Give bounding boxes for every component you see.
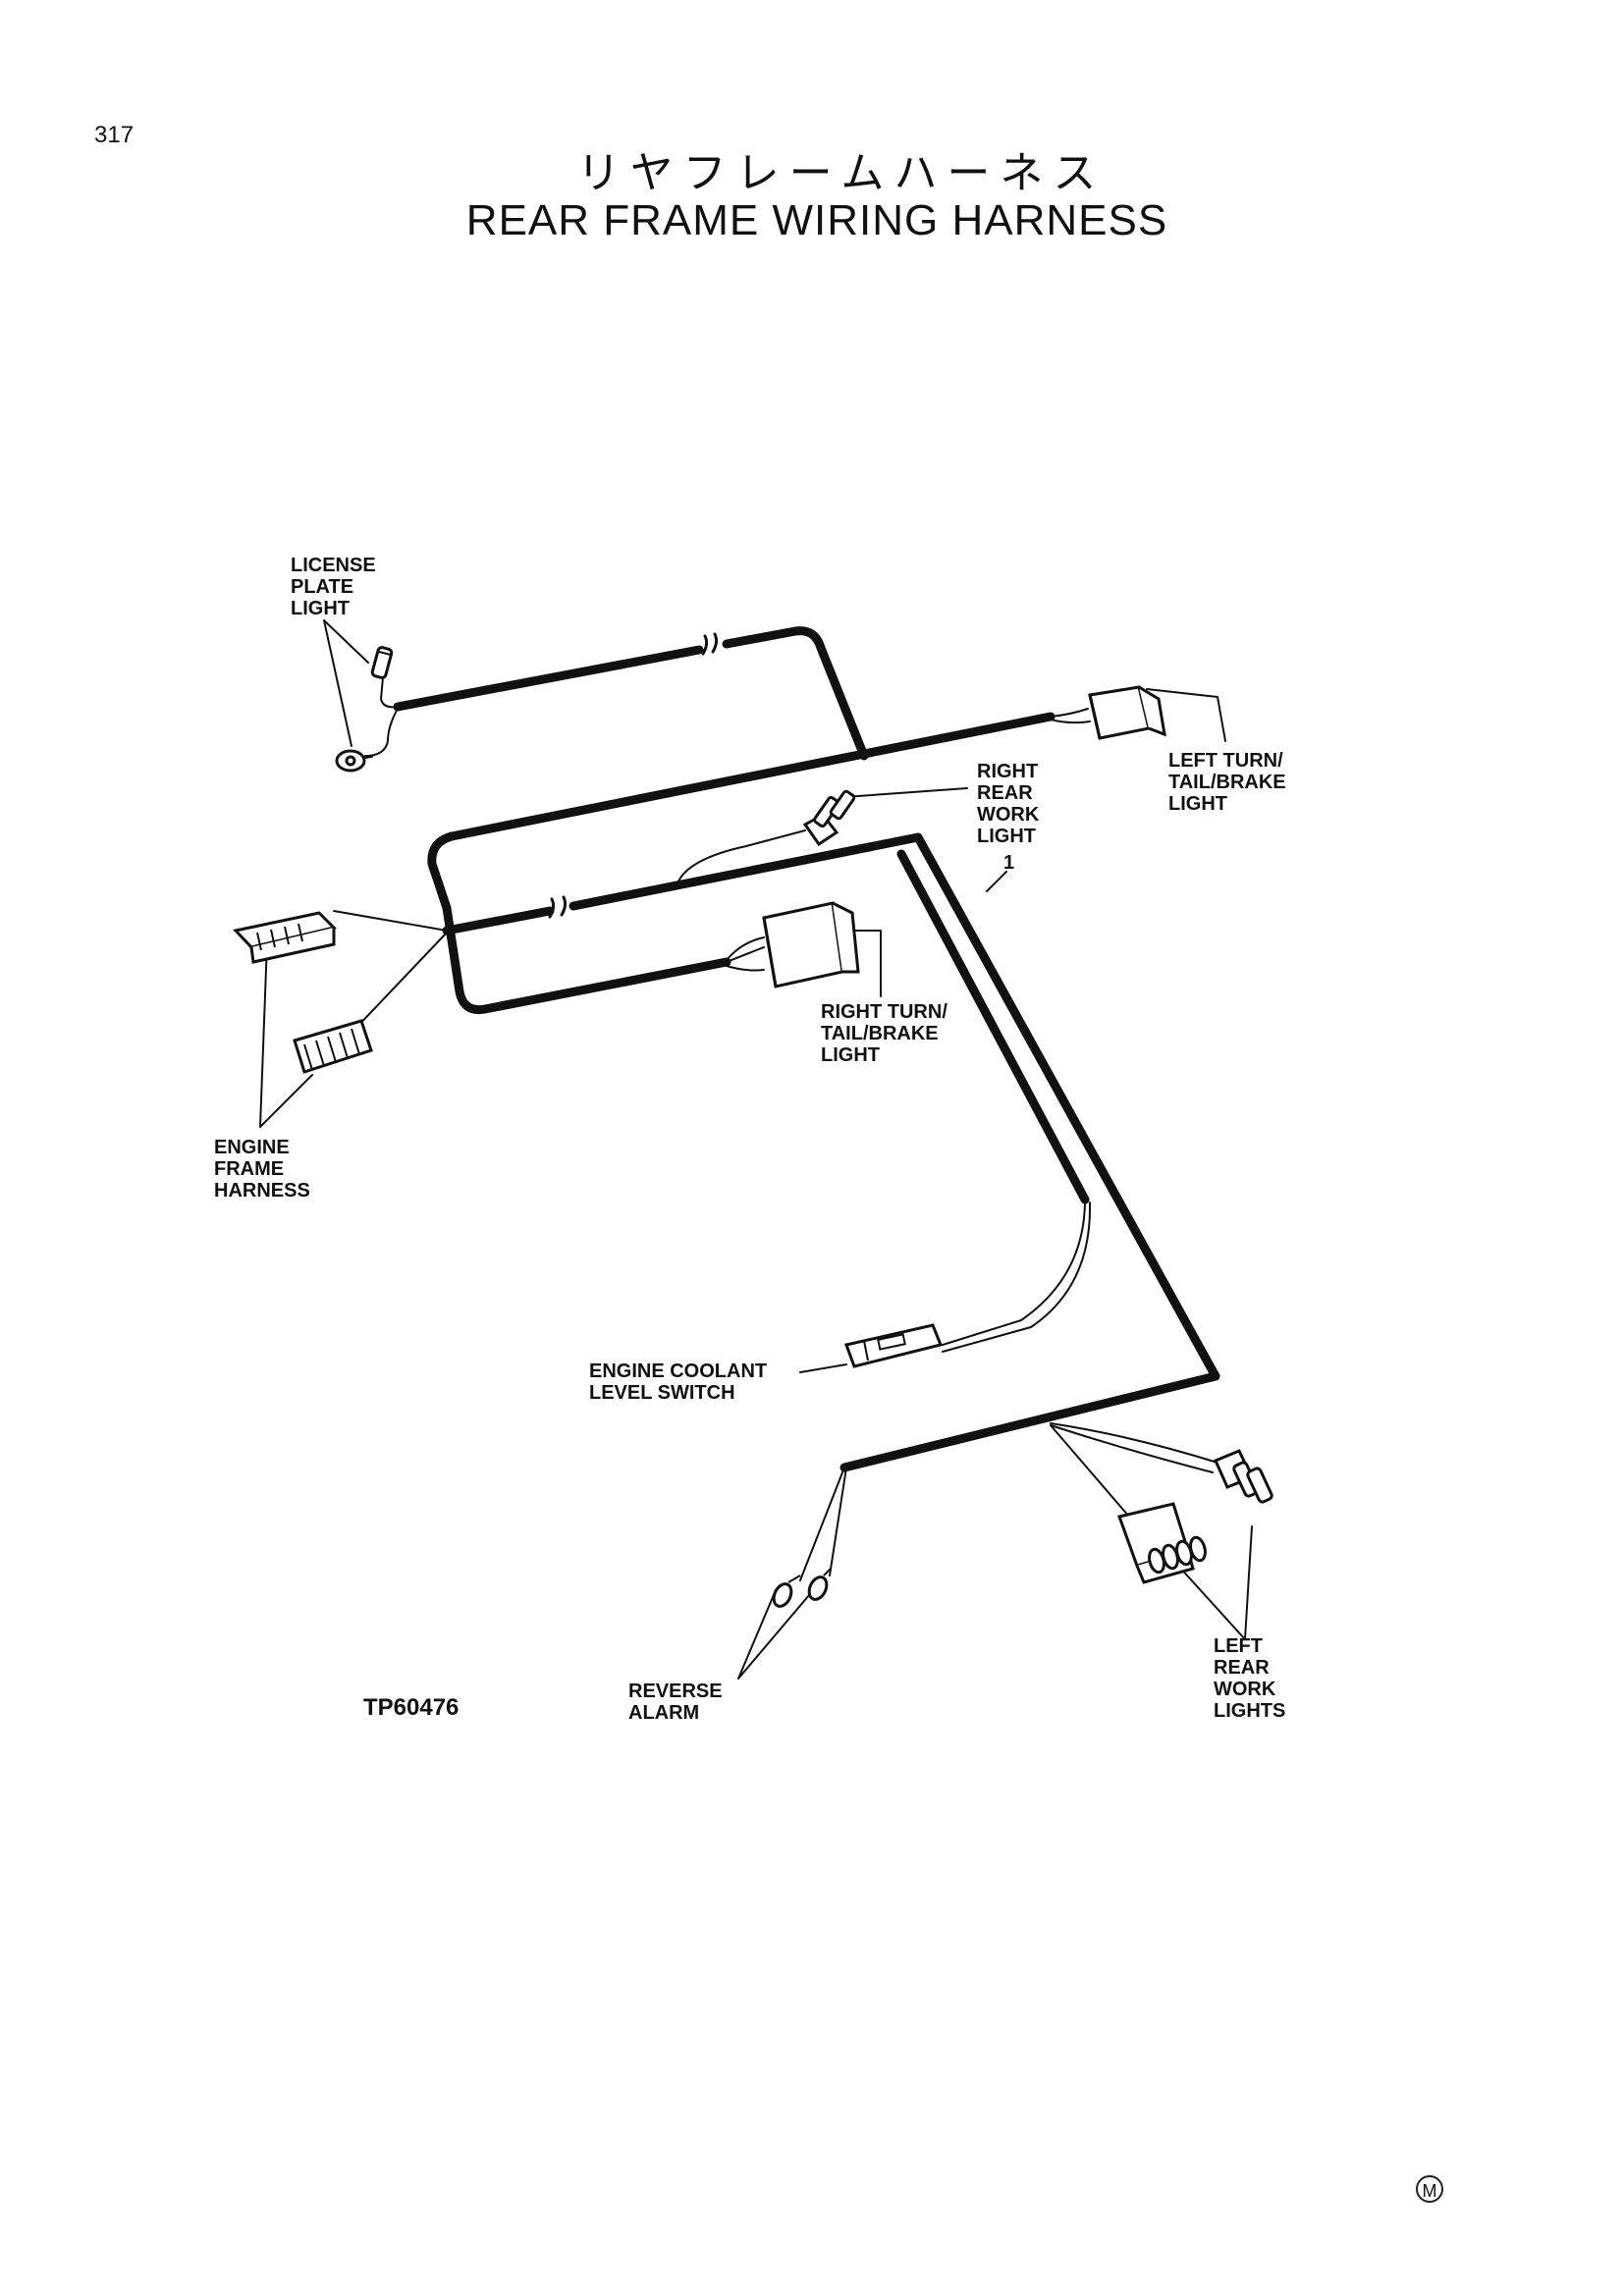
lead-reverse-alarm-b: [829, 1467, 847, 1576]
label-engine-frame-harness: ENGINE FRAME HARNESS: [214, 1137, 310, 1201]
lead-left-turn: [1050, 708, 1091, 724]
leader-left-rear-work: [1177, 1525, 1253, 1640]
license-plate-light-bulb-icon: [370, 646, 394, 679]
label-engine-coolant-level-switch: ENGINE COOLANT LEVEL SWITCH: [589, 1361, 768, 1404]
footer-mark: M: [1416, 2175, 1443, 2203]
reverse-alarm-terminal-b-icon: [807, 1568, 832, 1601]
lead-license-light: [380, 676, 399, 709]
left-rear-work-light-connector-a-icon: [1214, 1449, 1273, 1504]
harness-upper-left-corner: [427, 831, 457, 913]
harness-upper-run: [447, 712, 1056, 841]
right-turn-connector-icon: [762, 901, 860, 988]
coolant-switch-connector-icon: [844, 1323, 944, 1368]
leader-callout-1: [986, 871, 1007, 892]
lead-right-turn: [726, 936, 765, 972]
lead-left-rear-work-c: [1050, 1424, 1130, 1518]
leader-coolant: [799, 1363, 847, 1373]
reverse-alarm-terminal-a-icon: [772, 1575, 801, 1608]
left-rear-work-light-connector-b-icon: [1117, 1502, 1207, 1584]
harness-lower-loop: [442, 903, 731, 1015]
leader-left-turn: [1146, 688, 1226, 742]
break-symbol-middle: [548, 895, 568, 919]
label-license-plate-light: LICENSE PLATE LIGHT: [291, 555, 376, 619]
leader-license-plate: [323, 619, 369, 747]
lead-reverse-alarm-a: [799, 1467, 845, 1581]
page-title-japanese: リヤフレームハーネス: [576, 148, 1107, 198]
label-reverse-alarm: REVERSE ALARM: [628, 1681, 723, 1724]
leader-engine-frame: [259, 941, 313, 1128]
lead-engine-frame-a: [333, 910, 448, 932]
lead-coolant-switch-2: [942, 1201, 1092, 1353]
page-number: 317: [94, 122, 135, 148]
figure-code: TP60476: [363, 1694, 460, 1721]
leader-right-rear-work: [843, 787, 968, 798]
label-left-turn-tail-brake-light: LEFT TURN/ TAIL/BRAKE LIGHT: [1168, 750, 1286, 815]
label-right-turn-tail-brake-light: RIGHT TURN/ TAIL/BRAKE LIGHT: [821, 1001, 947, 1066]
label-right-rear-work-light: RIGHT REAR WORK LIGHT: [977, 761, 1040, 847]
lead-engine-frame-b: [352, 932, 448, 1032]
right-rear-work-light-connector-icon: [802, 789, 856, 847]
page-title: REAR FRAME WIRING HARNESS: [465, 196, 1168, 244]
lead-left-rear-work-a: [1050, 1422, 1218, 1464]
engine-frame-connector-a-icon: [233, 911, 337, 964]
break-symbol-top: [701, 632, 719, 656]
leader-right-turn: [853, 930, 882, 997]
left-turn-connector-icon: [1088, 685, 1166, 740]
harness-inner-line: [896, 849, 1090, 1204]
leader-reverse-alarm: [737, 1587, 816, 1680]
lead-license-light-2: [364, 708, 399, 757]
engine-frame-connector-b-icon: [293, 1019, 373, 1074]
label-left-rear-work-lights: LEFT REAR WORK LIGHTS: [1214, 1635, 1286, 1722]
harness-main-trunk: [393, 645, 704, 712]
ring-terminal-icon: [335, 749, 374, 773]
callout-number-1: 1: [1003, 852, 1015, 874]
harness-middle-run: [442, 906, 555, 935]
lead-coolant-switch: [942, 1199, 1086, 1346]
lead-right-rear-work: [677, 829, 806, 884]
harness-top-branch: [722, 626, 869, 761]
lead-left-rear-work-b: [1050, 1424, 1214, 1473]
harness-bottom-run: [839, 1371, 1220, 1472]
harness-middle-run-b: [568, 832, 1220, 1381]
